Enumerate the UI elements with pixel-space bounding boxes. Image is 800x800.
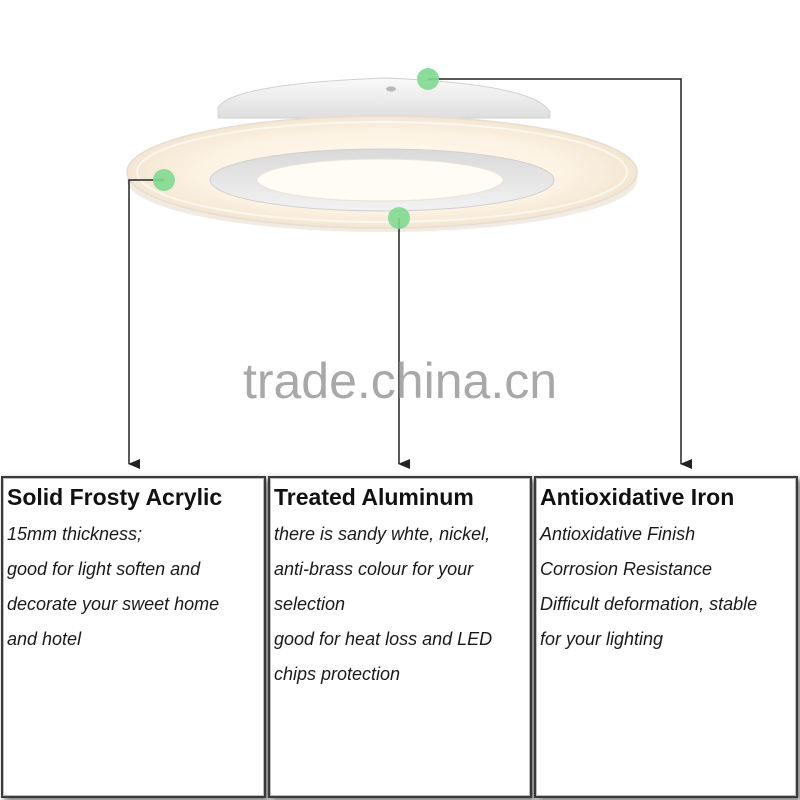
description-line: and hotel [7,629,82,649]
panel-title: Treated Aluminum [274,484,474,510]
panel-description: 15mm thickness; good for light soften an… [7,517,258,657]
description-line: chips protection [274,664,401,684]
panel-title: Solid Frosty Acrylic [7,484,223,510]
marker-dot-acrylic [153,169,175,191]
marker-dot-aluminum [388,207,410,229]
panel-treated-aluminum: Treated Aluminum there is sandy whte, ni… [268,476,532,798]
leader-line-acrylic [128,179,164,469]
iron-base-cap [217,77,551,119]
description-line: Corrosion Resistance [540,559,713,579]
description-line: Antioxidative Finish [540,524,696,544]
description-line: anti-brass colour for your [274,559,474,579]
panel-title: Antioxidative Iron [540,484,735,510]
description-line: selection [274,594,346,614]
description-line: good for heat loss and LED [274,629,493,649]
description-line: there is sandy whte, nickel, [274,524,491,544]
leader-lines [128,78,692,469]
description-line: Difficult deformation, stable [540,594,758,614]
description-line: 15mm thickness; [7,524,143,544]
description-line: good for light soften and [7,559,201,579]
marker-dot-iron [417,68,439,90]
description-line: decorate your sweet home [7,594,220,614]
watermark-text: trade.china.cn [242,353,558,409]
aluminum-ring [209,148,555,212]
ceiling-lamp-illustration [126,68,692,469]
panel-antioxidative-iron: Antioxidative Iron Antioxidative Finish … [534,476,798,798]
panel-description: there is sandy whte, nickel, anti-brass … [274,517,524,692]
description-line: for your lighting [540,629,664,649]
panel-solid-frosty-acrylic: Solid Frosty Acrylic 15mm thickness; goo… [1,476,266,798]
panel-description: Antioxidative Finish Corrosion Resistanc… [540,517,790,657]
leader-line-iron [428,78,692,469]
